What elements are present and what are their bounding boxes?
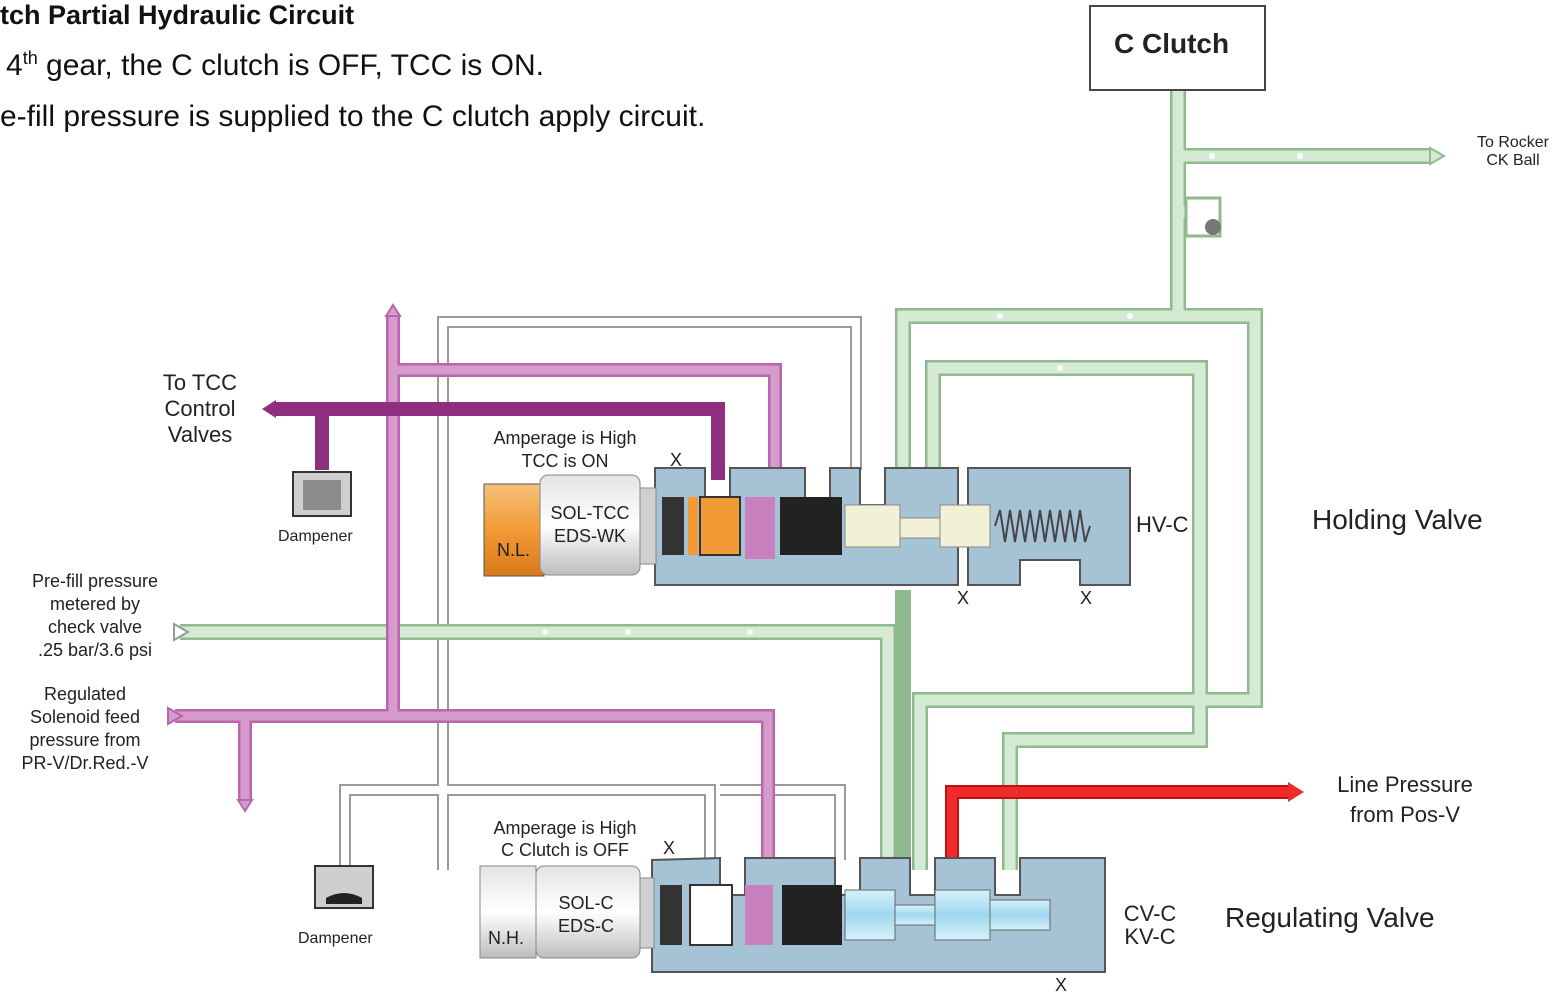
regulating-valve-label: Regulating Valve [1225,902,1435,933]
amperage-bottom-label: Amperage is High C Clutch is OFF [493,818,637,860]
sol-tcc-label: SOL-TCC EDS-WK [550,503,630,546]
normally-low-label: N.L. [497,540,531,560]
intro-gear-suffix: th [22,48,38,68]
sol-c-label: SOL-C EDS-C [557,893,614,936]
check-ball [1205,219,1221,235]
dampener-bottom-graphic [314,865,374,909]
to-rocker-arrow [1429,146,1447,166]
holding-valve-label: Holding Valve [1312,504,1483,535]
exhaust-mark: X [957,588,970,608]
dampener-top-label: Dampener [278,528,353,545]
to-rocker-label: To Rocker CK Ball [1476,134,1550,169]
flow-markers [542,153,1303,635]
dampener-top-graphic [292,471,352,517]
hv-c-label: HV-C [1136,512,1189,537]
intro-line-1: 4th gear, the C clutch is OFF, TCC is ON… [6,48,544,83]
dampener-bottom-label: Dampener [298,930,373,947]
normally-high-label: N.H. [488,928,524,948]
exhaust-mark: X [663,838,676,858]
tcc-holding-valve-assembly [483,467,1131,586]
intro-gear-number: 4 [6,49,23,82]
intro-line-1-text: gear, the C clutch is OFF, TCC is ON. [37,49,544,82]
exhaust-mark: X [1080,588,1093,608]
exhaust-mark: X [1055,975,1068,995]
amperage-top-label: Amperage is High TCC is ON [493,428,637,471]
exhaust-mark: X [670,450,683,470]
tcc-signal-passage [275,402,725,480]
c-clutch-label: C Clutch [1114,28,1230,59]
c-regulating-valve-assembly [479,856,1106,973]
intro-line-2: e-fill pressure is supplied to the C clu… [0,100,706,133]
page-title: tch Partial Hydraulic Circuit [0,0,355,30]
prefill-label: Pre-fill pressure metered by check valve… [31,571,159,660]
to-tcc-label: To TCC Control Valves [162,370,238,447]
regulated-feed-label: Regulated Solenoid feed pressure from PR… [21,684,149,773]
cv-kv-label: CV-C KV-C [1123,901,1177,949]
line-pressure-label: Line Pressure from Pos-V [1337,772,1473,827]
